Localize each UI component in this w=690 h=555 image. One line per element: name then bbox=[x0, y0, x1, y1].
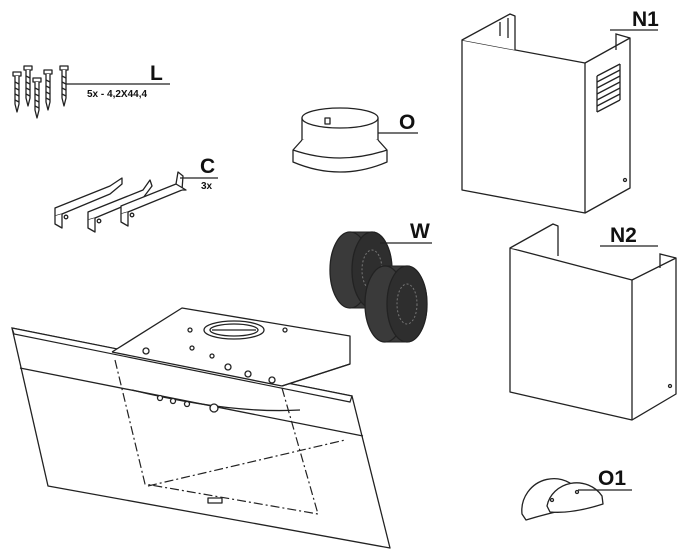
lower-chimney-illustration bbox=[509, 223, 677, 421]
lower-chimney-label: N2 bbox=[610, 224, 637, 247]
flaps-illustration bbox=[521, 478, 604, 521]
screws-illustration bbox=[12, 65, 69, 119]
filters-illustration bbox=[329, 231, 428, 343]
screws-spec: 5x - 4,2X44,4 bbox=[87, 89, 147, 100]
upper-chimney-illustration bbox=[461, 13, 631, 214]
hood-illustration bbox=[11, 307, 391, 549]
flaps-label: O1 bbox=[598, 467, 626, 490]
brackets-illustration bbox=[54, 171, 187, 233]
brackets-label: C bbox=[200, 155, 215, 178]
collar-label: O bbox=[399, 111, 415, 134]
screws-label: L bbox=[150, 62, 163, 85]
filters-label: W bbox=[410, 220, 430, 243]
brackets-qty: 3x bbox=[201, 181, 213, 192]
collar-illustration bbox=[292, 107, 388, 173]
upper-chimney-label: N1 bbox=[632, 8, 659, 31]
